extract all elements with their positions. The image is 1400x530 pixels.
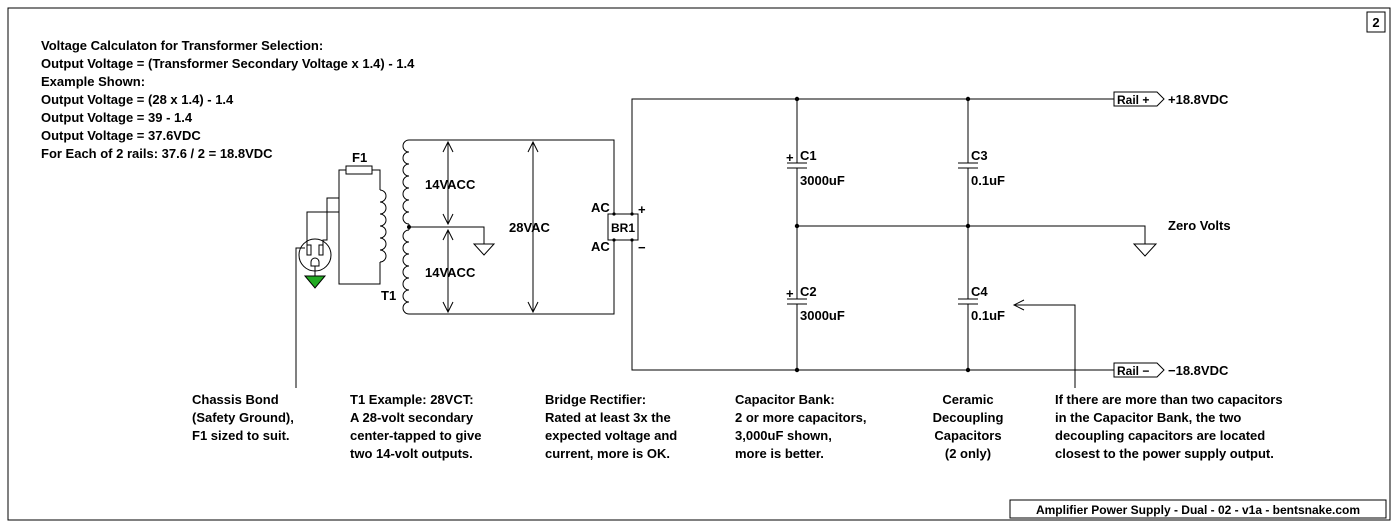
annotation-line: in the Capacitor Bank, the two [1055,410,1241,425]
fuse-label: F1 [352,150,367,165]
annotation-line: decoupling capacitors are located [1055,428,1265,443]
c4-label: C4 [971,284,988,299]
annotation-line: Decoupling [933,410,1004,425]
secondary-lower-winding-icon [402,229,410,315]
center-tap-wire [409,226,485,244]
outlet-blade-icon [306,244,312,256]
positive-rail-wire [631,98,1114,214]
c1-label: C1 [800,148,817,163]
c3-value: 0.1uF [971,173,1005,188]
annotation-bridge: Bridge Rectifier: Rated at least 3x the … [545,392,677,461]
annotation-line: T1 Example: 28VCT: [350,392,474,407]
primary-return-wire [338,198,381,285]
annotation-line: Ceramic [942,392,993,407]
bridge-minus-label: − [638,240,646,255]
calc-notes: Voltage Calculaton for Transformer Selec… [41,38,415,161]
annotation-line: If there are more than two capacitors [1055,392,1283,407]
zero-volts-label: Zero Volts [1168,218,1231,233]
sheet-number-box [1366,11,1386,33]
annotation-line: current, more is OK. [545,446,670,461]
calc-line: Output Voltage = 39 - 1.4 [41,110,193,125]
secondary-lower-voltage: 14VACC [425,265,476,280]
secondary-bottom-wire [409,240,615,315]
c2-value: 3000uF [800,308,845,323]
annotation-line: Capacitor Bank: [735,392,835,407]
decoupling-pointer-arrowhead-icon [1012,299,1025,311]
secondary-upper-voltage: 14VACC [425,177,476,192]
fuse-to-primary-wire [372,169,381,190]
c4-value: 0.1uF [971,308,1005,323]
annotation-ceramic: Ceramic Decoupling Capacitors (2 only) [933,392,1004,461]
rail-flags: Rail + +18.8VDC Rail − −18.8VDC [1113,91,1229,378]
decoupling-pointer-line [1014,304,1076,388]
annotation-line: Bridge Rectifier: [545,392,646,407]
calc-line: Output Voltage = 37.6VDC [41,128,201,143]
fuse-icon [345,165,373,175]
annotation-line: A 28-volt secondary [350,410,474,425]
outlet-blade-icon [318,244,324,256]
calc-line: For Each of 2 rails: 37.6 / 2 = 18.8VDC [41,146,273,161]
c1-value: 3000uF [800,173,845,188]
calc-line: Voltage Calculaton for Transformer Selec… [41,38,323,53]
rail-plus-voltage: +18.8VDC [1168,92,1229,107]
rail-plus-flag: Rail + [1117,93,1149,107]
rail-plus-flag-icon [1113,91,1165,107]
bridge-plus-label: + [638,202,646,217]
annotation-capbank: Capacitor Bank: 2 or more capacitors, 3,… [735,392,867,461]
annotation-line: two 14-volt outputs. [350,446,473,461]
annotation-line: 3,000uF shown, [735,428,832,443]
bridge-rectifier: BR1 AC AC + − [591,98,1114,371]
title-block-text: Amplifier Power Supply - Dual - 02 - v1a… [1036,503,1360,517]
bridge-label: BR1 [611,221,635,235]
sheet-number: 2 [1372,15,1379,30]
bridge-rectifier-icon [607,213,639,241]
mains-input: F1 [295,150,381,388]
chassis-bond-wire [295,247,305,388]
annotation-line: (Safety Ground), [192,410,294,425]
annotation-line: 2 or more capacitors, [735,410,867,425]
bridge-ac-label: AC [591,239,610,254]
rail-minus-flag: Rail − [1117,364,1149,378]
annotation-line: Capacitors [934,428,1001,443]
annotation-line: closest to the power supply output. [1055,446,1274,461]
capacitor-bank: Zero Volts + C1 3000uF + C2 3000uF C3 0.… [786,96,1231,373]
annotation-line: Rated at least 3x the [545,410,671,425]
title-block-box [1009,499,1387,519]
secondary-total-voltage: 28VAC [509,220,551,235]
calc-line: Example Shown: [41,74,145,89]
sheet-border [7,7,1391,521]
rail-minus-voltage: −18.8VDC [1168,363,1229,378]
earth-ground-icon [303,275,327,289]
calc-line: Output Voltage = (28 x 1.4) - 1.4 [41,92,234,107]
c2-polarity: + [786,286,794,301]
negative-rail-wire [631,240,1114,371]
ground-symbol-icon [1132,243,1158,257]
annotation-line: Chassis Bond [192,392,279,407]
primary-winding-icon [379,189,387,263]
annotation-line: F1 sized to suit. [192,428,290,443]
c1-polarity: + [786,150,794,165]
annotation-line: more is better. [735,446,824,461]
annotation-t1: T1 Example: 28VCT: A 28-volt secondary c… [350,392,481,461]
transformer-label: T1 [381,288,396,303]
transformer-t1: T1 [379,139,410,315]
annotation-chassis: Chassis Bond (Safety Ground), F1 sized t… [192,392,294,443]
annotation-decoupling: If there are more than two capacitors in… [1055,392,1283,461]
outlet-ground-pin-icon [310,257,320,267]
secondary-top-wire [409,139,615,214]
ground-symbol-icon [472,243,496,256]
annotation-line: (2 only) [945,446,991,461]
rail-minus-flag-icon [1113,362,1165,378]
zero-volt-wire [797,225,1146,244]
mains-neutral-wire [322,197,339,245]
c3-label: C3 [971,148,988,163]
secondary-wiring: 14VACC 14VACC 28VAC [407,139,615,315]
c2-label: C2 [800,284,817,299]
secondary-upper-winding-icon [402,139,410,225]
calc-line: Output Voltage = (Transformer Secondary … [41,56,415,71]
bridge-ac-label: AC [591,200,610,215]
annotation-line: center-tapped to give [350,428,481,443]
annotation-line: expected voltage and [545,428,677,443]
